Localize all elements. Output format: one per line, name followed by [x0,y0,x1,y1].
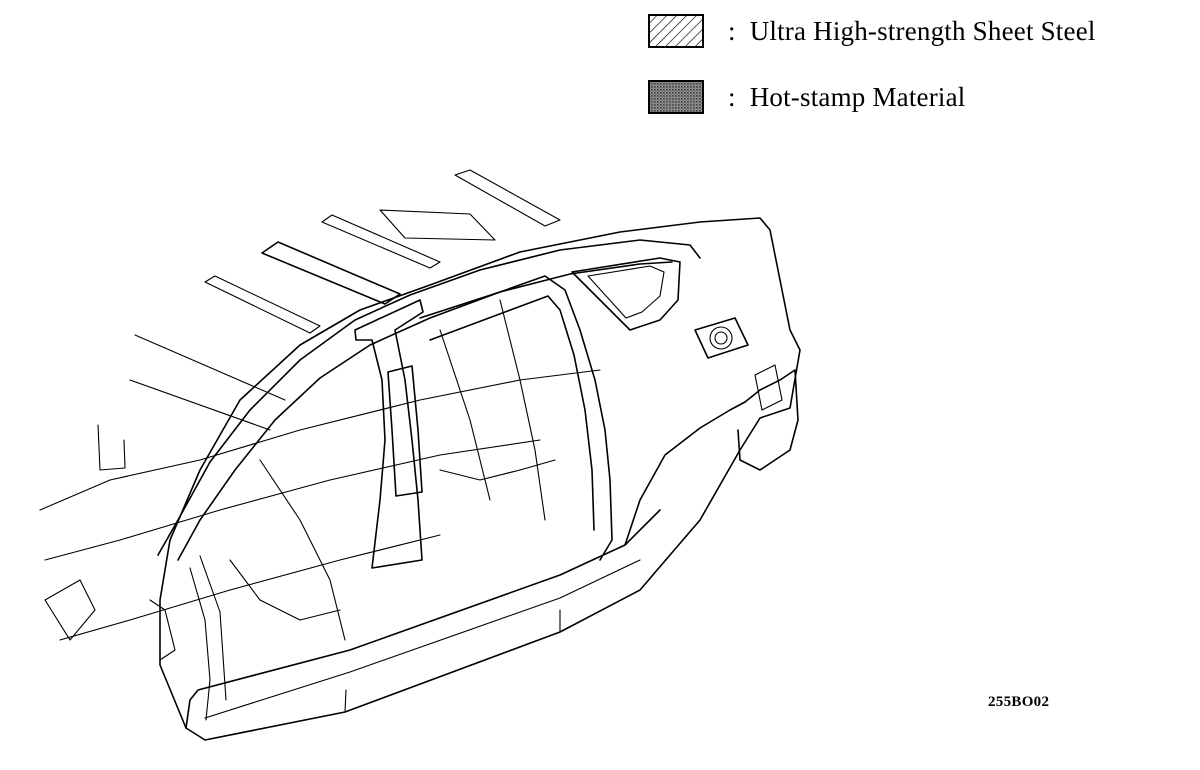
legend-item-ultra-high-strength: :Ultra High-strength Sheet Steel [648,14,1096,48]
roof-rail-and-a-pillar [157,239,701,721]
legend-label: :Hot-stamp Material [728,81,966,112]
fuel-filler-door [694,317,749,359]
hatch-swatch-icon [648,14,704,48]
rear-door-opening [419,257,681,561]
floor-structure [39,299,601,661]
stipple-swatch-icon [648,80,704,114]
legend-label: :Ultra High-strength Sheet Steel [728,15,1096,46]
roof-cross-member [261,241,401,305]
side-panel-outline [159,217,801,741]
roof-bows [129,169,561,431]
b-pillar [354,299,424,569]
rear-wheel-arch [624,364,799,546]
figure-code: 255BO02 [988,694,1050,710]
legend-item-hot-stamp: :Hot-stamp Material [648,80,966,114]
